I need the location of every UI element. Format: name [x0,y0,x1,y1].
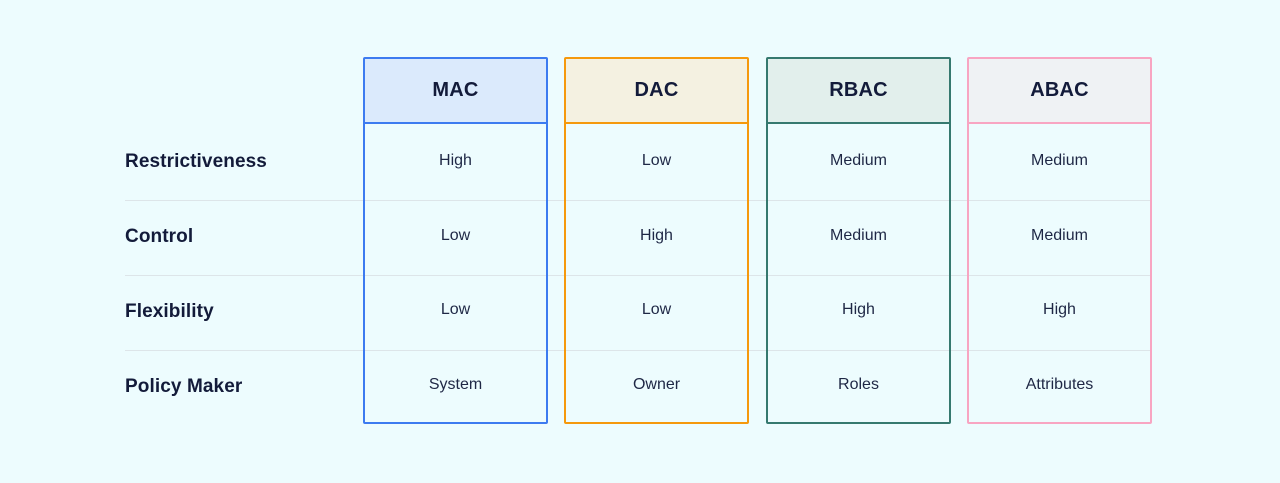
column-card-dac: DAC Low High Low Owner [564,57,749,424]
table-cell: Low [440,226,471,244]
column-header-rbac: RBAC [768,59,949,124]
column-header-mac: MAC [365,59,546,124]
table-cell: System [428,375,483,393]
table-cell: High [439,152,472,170]
table-cell: Low [440,301,471,319]
table-cell: Owner [632,375,681,393]
table-cell: Medium [830,152,887,170]
row-label-policy-maker: Policy Maker [125,375,243,397]
table-cell: High [842,301,875,319]
column-card-abac: ABAC Medium Medium High Attributes [967,57,1152,424]
table-cell: Attributes [1025,375,1094,393]
row-label-control: Control [125,225,194,247]
table-cell: Low [641,301,672,319]
row-divider [125,350,1152,351]
table-cell: High [1043,301,1076,319]
row-divider [125,275,1152,276]
column-header-dac: DAC [566,59,747,124]
table-cell: Roles [838,375,879,393]
column-header-abac: ABAC [969,59,1150,124]
column-card-mac: MAC High Low Low System [363,57,548,424]
row-label-column: Restrictiveness Control Flexibility Poli… [125,124,355,424]
table-cell: Medium [1031,226,1088,244]
table-cell: Low [641,152,672,170]
row-label-restrictiveness: Restrictiveness [125,150,267,172]
table-cell: Medium [830,226,887,244]
table-cell: Medium [1031,152,1088,170]
table-cell: High [640,226,673,244]
column-card-rbac: RBAC Medium Medium High Roles [766,57,951,424]
row-label-flexibility: Flexibility [125,300,214,322]
row-divider [125,200,1152,201]
